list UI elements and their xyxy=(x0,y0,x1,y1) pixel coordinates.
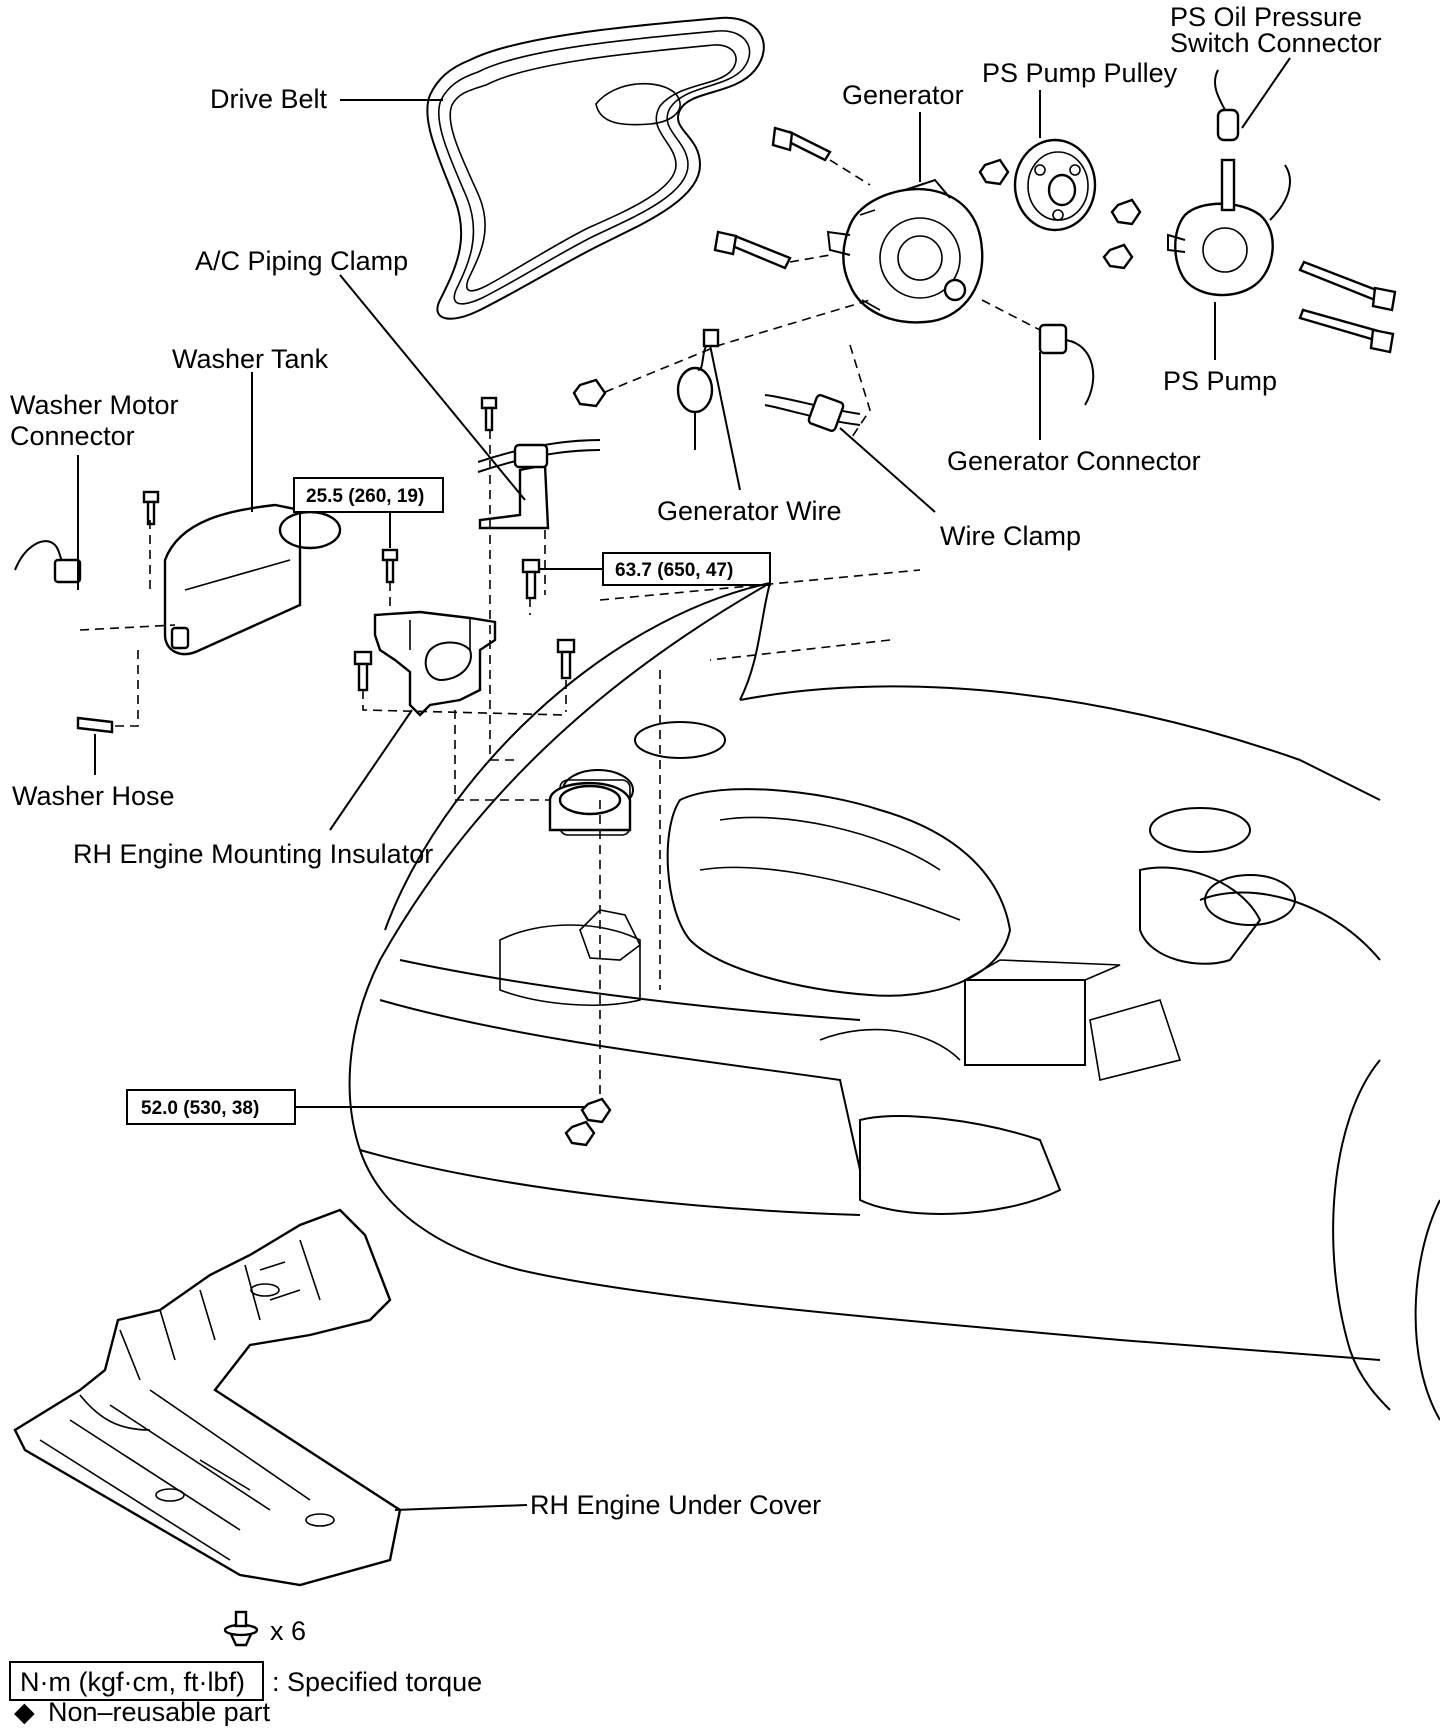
label-washer-motor-line1: Washer Motor xyxy=(10,390,179,420)
bolt-icon xyxy=(1298,308,1395,354)
legend-torque-box xyxy=(9,1661,264,1701)
clip-bolt-icon xyxy=(223,1610,259,1647)
torque-box-mount-upper xyxy=(602,552,771,586)
legend-nonreusable-desc: Non–reusable part xyxy=(48,1697,271,1726)
dash-washer-motor xyxy=(79,624,176,631)
dash-washer-hose xyxy=(115,650,139,727)
dash-generator-wire xyxy=(604,299,871,393)
bolt-icon xyxy=(521,558,541,600)
nut-icon xyxy=(572,378,607,408)
torque-box-mount-bolt xyxy=(293,477,444,513)
label-wire-clamp: Wire Clamp xyxy=(940,521,1081,551)
washer-motor-connector-drawing xyxy=(14,540,82,584)
rh-mount-insulator-drawing xyxy=(353,548,576,717)
ps-pump-pulley-drawing xyxy=(1013,138,1097,232)
bolt-icon xyxy=(713,230,792,270)
generator-drawing xyxy=(826,178,984,324)
nut-icon xyxy=(1110,198,1142,226)
dash-generator-connector xyxy=(981,299,1041,331)
label-ps-pump: PS Pump xyxy=(1163,366,1277,396)
legend-torque-unit: N·m (kgf·cm, ft·lbf) xyxy=(20,1667,245,1697)
bolt-icon xyxy=(381,548,399,584)
legend-bolt-count: x 6 xyxy=(270,1616,306,1646)
torque-mount-upper: 63.7 (650, 47) xyxy=(615,560,733,581)
label-generator-wire: Generator Wire xyxy=(657,496,842,526)
bolt-icon xyxy=(480,396,498,432)
label-washer-hose: Washer Hose xyxy=(12,781,175,811)
legend: x 6 N·m (kgf·cm, ft·lbf) : Specified tor… xyxy=(9,1610,482,1727)
leader-wire-clamp xyxy=(839,427,936,513)
dash-generator-bolts xyxy=(789,159,871,263)
drive-belt-drawing xyxy=(426,16,765,320)
rh-engine-under-cover-drawing xyxy=(13,1208,402,1587)
bolt-icon xyxy=(353,650,373,692)
label-rh-under-cover: RH Engine Under Cover xyxy=(530,1490,821,1520)
label-generator: Generator xyxy=(842,80,964,110)
leader-ac-piping-clamp xyxy=(339,274,526,501)
nonreusable-symbol-icon: ◆ xyxy=(14,1697,35,1726)
label-ps-oil-switch-line2: Switch Connector xyxy=(1170,28,1382,58)
label-washer-motor-line2: Connector xyxy=(10,421,135,451)
ac-piping-clamp-drawing xyxy=(477,396,601,530)
nut-icon xyxy=(1102,243,1134,270)
label-generator-connector: Generator Connector xyxy=(947,446,1201,476)
label-rh-mount: RH Engine Mounting Insulator xyxy=(73,839,433,869)
label-ps-oil-switch-line1: PS Oil Pressure xyxy=(1170,2,1362,32)
label-ps-pump-pulley: PS Pump Pulley xyxy=(982,58,1178,88)
leader-rh-mount xyxy=(329,709,413,831)
torque-lower-nut: 52.0 (530, 38) xyxy=(141,1098,259,1119)
leader-ps-oil-switch xyxy=(1241,57,1291,129)
nut-icon xyxy=(978,158,1010,186)
leader-rh-under-cover xyxy=(394,1504,528,1511)
bolt-icon xyxy=(771,126,832,162)
generator-connector-drawing xyxy=(1038,323,1095,406)
torque-mount-bolt: 25.5 (260, 19) xyxy=(306,486,424,507)
nut-icon xyxy=(564,1120,596,1147)
bolt-icon xyxy=(142,490,160,526)
bolt-icon xyxy=(556,638,576,680)
dash-mount-bolts xyxy=(362,582,567,716)
bolt-icon xyxy=(1298,260,1397,312)
washer-hose-drawing xyxy=(76,716,114,734)
nut-icon xyxy=(580,1097,612,1124)
legend-torque-desc: : Specified torque xyxy=(272,1667,482,1697)
leader-generator-wire xyxy=(709,344,741,491)
washer-tank-drawing xyxy=(142,490,342,656)
label-drive-belt: Drive Belt xyxy=(210,84,328,114)
wire-clamp-drawing xyxy=(764,394,861,432)
label-washer-tank: Washer Tank xyxy=(172,344,329,374)
ps-pump-drawing xyxy=(1167,158,1291,297)
ps-oil-switch-connector-drawing xyxy=(1214,69,1240,142)
dash-wire-clamp xyxy=(849,344,871,441)
vehicle-body-drawing xyxy=(348,569,1440,1421)
generator-wire-drawing xyxy=(676,328,720,450)
label-ac-piping-clamp: A/C Piping Clamp xyxy=(195,246,408,276)
